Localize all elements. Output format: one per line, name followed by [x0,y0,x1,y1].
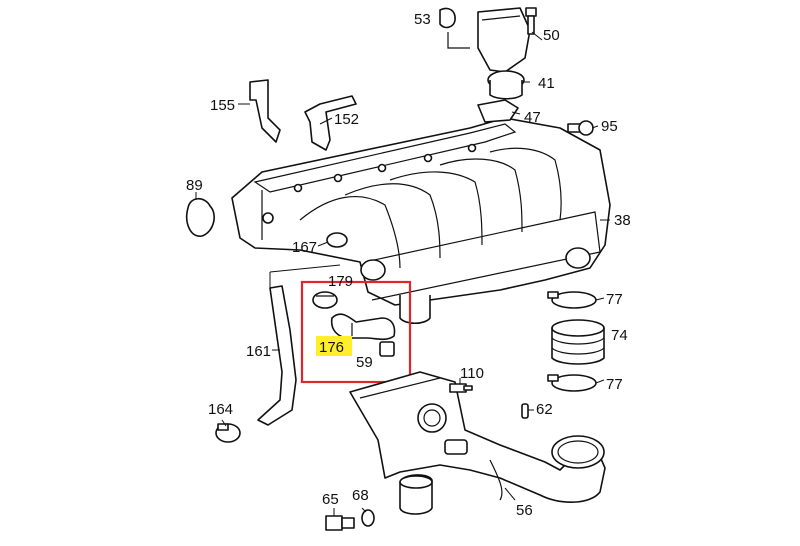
gasket-89 [186,197,215,237]
hose-161 [257,285,297,426]
clamp-167 [326,232,348,248]
callout-74: 74 [611,327,628,344]
bracket-155 [249,79,281,143]
callout-77-bottom: 77 [606,376,623,393]
bolt-65 [325,515,355,531]
plug-53 [439,7,470,49]
callout-59: 59 [356,354,373,371]
callout-labels: 53 50 41 47 95 155 152 89 38 167 179 77 … [186,11,631,519]
callout-62: 62 [536,401,553,418]
callout-164: 164 [208,401,233,418]
callout-77-top: 77 [606,291,623,308]
throttle-housing [477,7,531,100]
pin-62 [521,403,529,419]
callout-161: 161 [246,343,271,360]
callout-65: 65 [322,491,339,508]
callout-38: 38 [614,212,631,229]
callout-155: 155 [210,97,235,114]
screw-50 [525,7,537,35]
gasket-47 [477,99,519,123]
hose-74 [551,319,605,365]
callout-50: 50 [543,27,560,44]
callout-176: 176 [319,339,344,356]
screw-95 [567,120,594,136]
callout-56: 56 [516,502,533,519]
bolt-110 [449,383,473,393]
callout-89: 89 [186,177,203,194]
leader-lines [195,31,610,516]
clamp-179 [312,291,338,309]
callout-110: 110 [460,365,484,382]
clamp-77-top [547,291,597,309]
hose-176 [330,313,396,341]
callout-152: 152 [334,111,359,128]
clamp-77-bottom [547,374,597,392]
clamp-164 [215,423,241,443]
nut-59 [379,341,395,357]
intake-pipe-56 [349,371,606,515]
callout-53: 53 [414,11,431,28]
highlight-label-bg [316,336,352,356]
highlight-box [300,280,412,384]
callout-179: 179 [328,273,353,290]
bracket-152 [304,95,357,151]
washer-68 [361,509,375,527]
callout-167: 167 [292,239,317,256]
callout-95: 95 [601,118,618,135]
callout-41: 41 [538,75,555,92]
intake-manifold [231,117,611,325]
callout-47: 47 [524,109,541,126]
callout-68: 68 [352,487,369,504]
